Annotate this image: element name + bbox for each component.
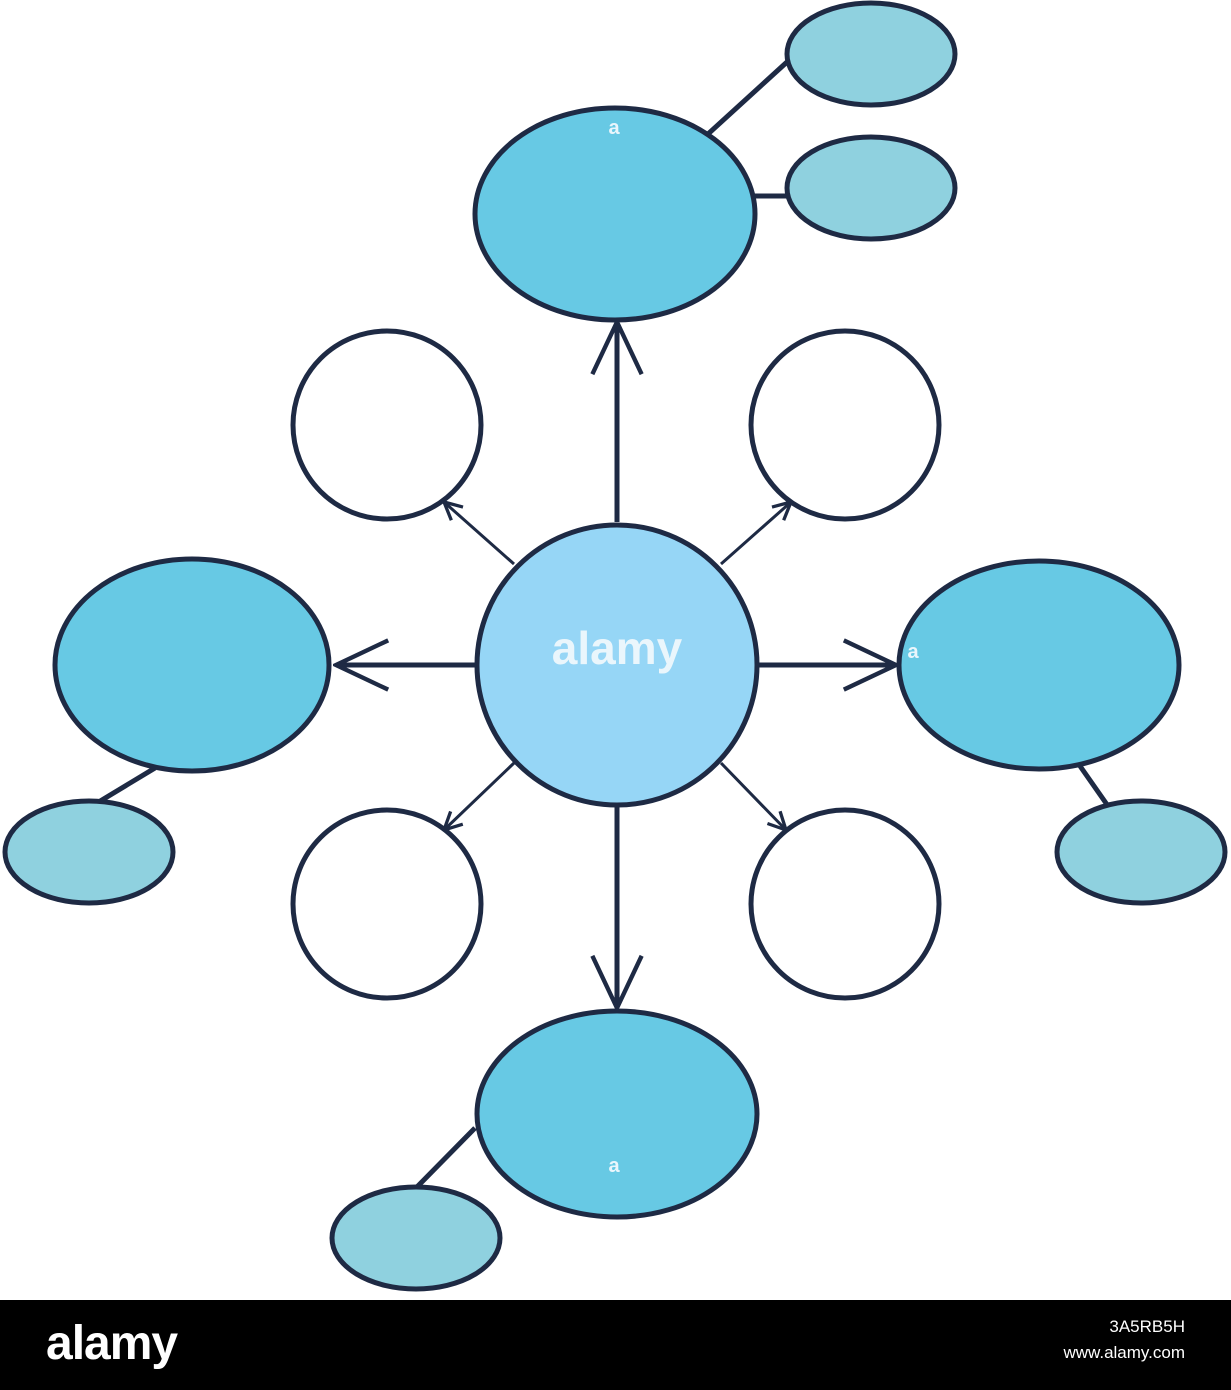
secondary-ellipses xyxy=(2,0,1228,1292)
secondary-ellipse-left xyxy=(2,798,176,906)
empty-circle-upper-left xyxy=(290,328,484,522)
footer-info: 3A5RB5H www.alamy.com xyxy=(1063,1314,1185,1366)
primary-ellipse-right xyxy=(896,558,1182,772)
empty-circle-lower-right xyxy=(748,807,942,1001)
secondary-connectors xyxy=(90,60,1111,1193)
primary-ellipses xyxy=(52,105,1182,1220)
arrow-to-upper-right-circle xyxy=(720,502,791,566)
image-id: 3A5RB5H xyxy=(1109,1317,1185,1336)
watermark-mark-bottom: a xyxy=(608,1155,620,1177)
connector-right-to-bottomright xyxy=(1077,764,1111,808)
arrow-to-upper-left-circle xyxy=(444,502,515,566)
primary-ellipse-top xyxy=(472,105,758,323)
arrow-to-lower-right-circle xyxy=(719,761,786,830)
primary-ellipse-left xyxy=(52,556,332,774)
secondary-ellipse-top-right-2 xyxy=(784,134,958,242)
diagonal-arrows xyxy=(444,502,791,830)
watermark-mark-top: a xyxy=(608,117,620,139)
footer-url: www.alamy.com xyxy=(1063,1343,1185,1362)
bubble-diagram: alamy a a a xyxy=(2,0,1228,1292)
primary-arrows xyxy=(336,322,896,1008)
connector-top-to-topright-1 xyxy=(706,60,789,136)
primary-ellipse-bottom xyxy=(474,1008,760,1220)
center-watermark-logo: alamy xyxy=(552,622,683,674)
secondary-ellipse-bottom xyxy=(329,1184,503,1292)
secondary-ellipse-top-right-1 xyxy=(784,0,958,108)
footer-bar: alamy 3A5RB5H www.alamy.com xyxy=(0,1300,1231,1390)
secondary-ellipse-right xyxy=(1054,798,1228,906)
connector-bottom-to-bottomleft xyxy=(411,1126,477,1193)
empty-circle-upper-right xyxy=(748,328,942,522)
arrow-to-lower-left-circle xyxy=(444,761,516,830)
alamy-logo: alamy xyxy=(46,1317,178,1370)
center-circle xyxy=(474,522,760,808)
empty-circle-lower-left xyxy=(290,807,484,1001)
watermark-mark-right: a xyxy=(907,641,919,663)
empty-circles xyxy=(290,328,942,1001)
